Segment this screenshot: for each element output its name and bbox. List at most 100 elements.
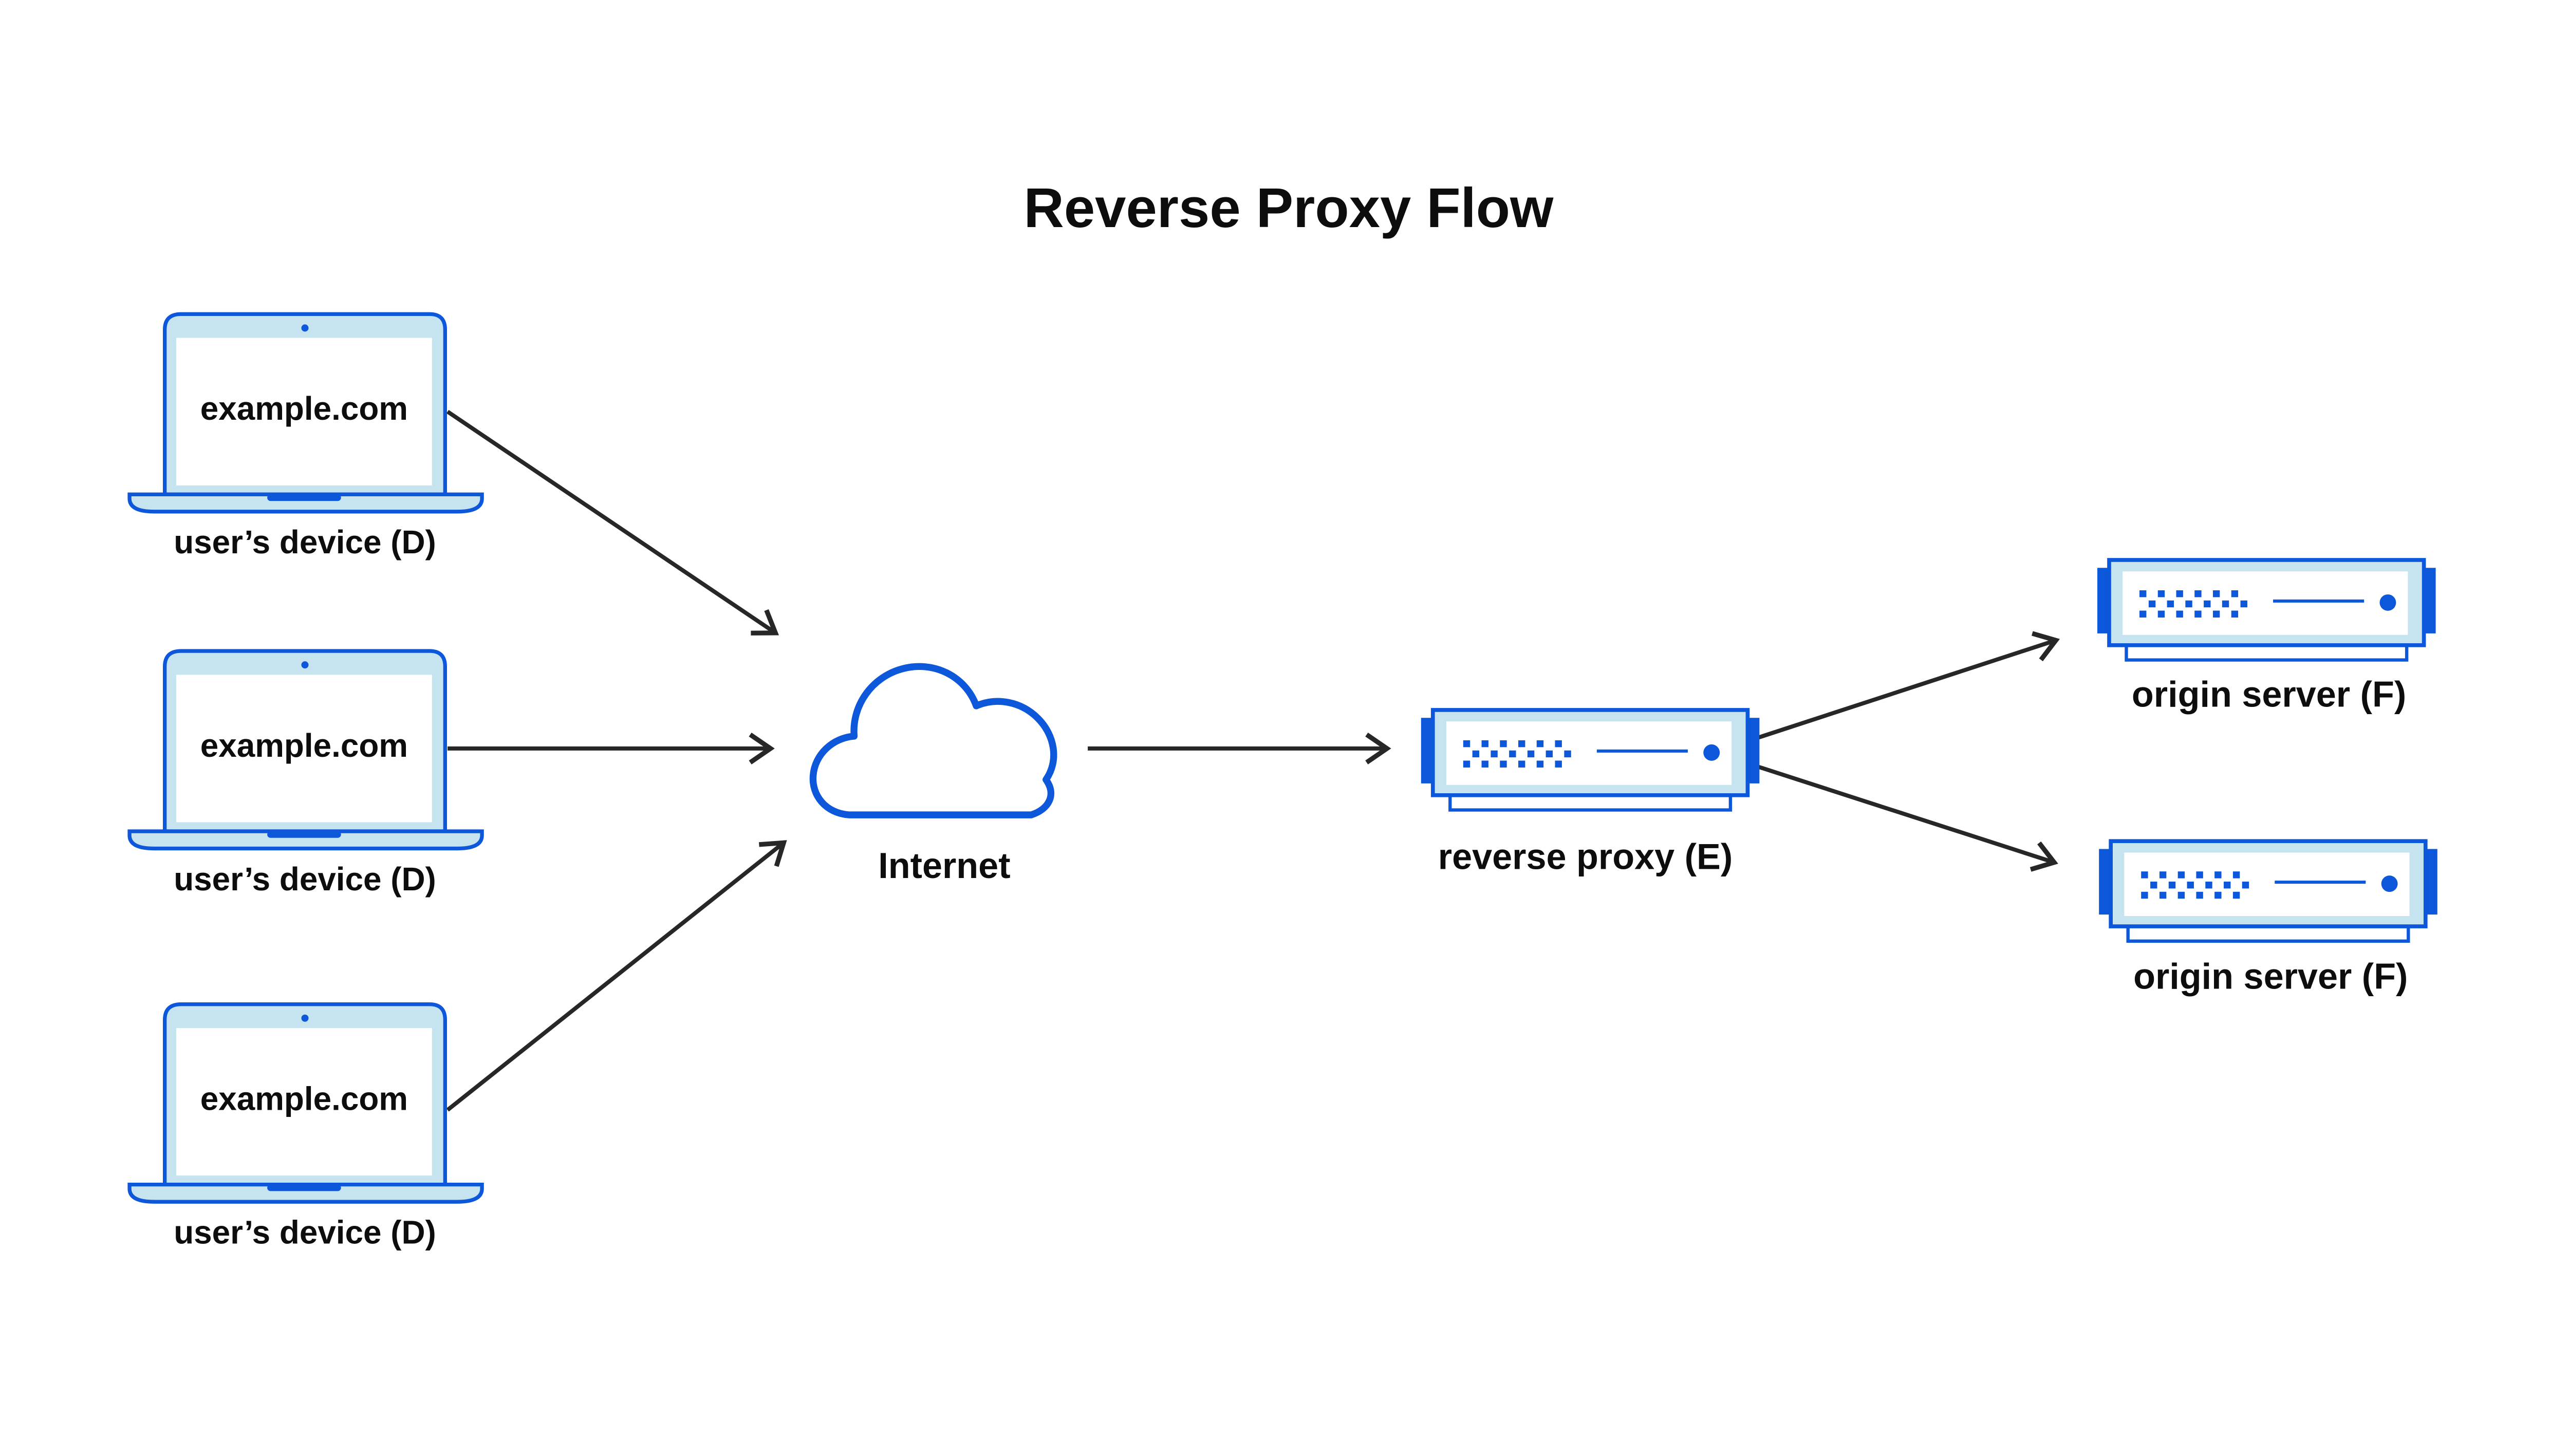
vent-dot (2139, 610, 2147, 618)
arrowhead-icon (2030, 841, 2058, 872)
vent-dot (2185, 600, 2192, 608)
vent-dot (2157, 610, 2165, 618)
vent-dot (2214, 891, 2222, 899)
server-slot-line (2273, 599, 2365, 603)
internet-label: Internet (878, 845, 1010, 886)
vent-dot (1463, 760, 1470, 768)
camera-dot-icon (301, 1014, 309, 1022)
device-label: user’s device (D) (174, 861, 436, 898)
vent-dot (2159, 891, 2167, 899)
flow-arrow-user-device-3-to-internet (446, 840, 787, 1112)
vent-dot (2168, 881, 2176, 889)
vent-dots-icon (2141, 871, 2249, 899)
server-appliance-icon (2099, 839, 2437, 943)
vent-dot (2187, 881, 2194, 889)
vent-dot (1546, 750, 1553, 758)
flow-arrow-user-device-1-to-internet (446, 409, 779, 636)
vent-dot (2205, 881, 2212, 889)
vent-dot (2212, 590, 2220, 598)
vent-dot (1518, 760, 1525, 768)
led-dot-icon (1703, 744, 1720, 761)
server-slot-line (2275, 881, 2366, 884)
internet-node: Internet (809, 663, 1057, 886)
diagram-title: Reverse Proxy Flow (1024, 177, 1554, 239)
vent-dot (1518, 740, 1525, 748)
vent-dot (1564, 750, 1571, 758)
device-label: user’s device (D) (174, 1214, 436, 1251)
device-screen-url: example.com (200, 1080, 408, 1117)
laptop-base (127, 492, 484, 514)
arrow-shaft (446, 841, 785, 1112)
origin-server-label: origin server (F) (2133, 956, 2408, 996)
vent-dot (2214, 871, 2222, 879)
vent-dot (2150, 881, 2157, 889)
vent-dot (1481, 760, 1488, 768)
reverse-proxy-node: reverse proxy (E) (1421, 708, 1760, 876)
laptop-screen (176, 338, 432, 486)
flow-arrow-reverse-proxy-to-origin-server-2 (1757, 764, 2058, 872)
arrow-shaft (446, 409, 777, 635)
user-device-node-1: example.com user’s device (D) (127, 312, 484, 561)
led-dot-icon (2379, 594, 2396, 611)
origin-server-node-2: origin server (F) (2099, 839, 2437, 996)
device-label: user’s device (D) (174, 524, 436, 561)
vent-dot (2139, 590, 2147, 598)
vent-dot (2232, 871, 2240, 879)
vent-dot (2176, 610, 2183, 618)
arrowhead-icon (1365, 732, 1391, 764)
vent-dot (2224, 881, 2231, 889)
laptop-notch (267, 494, 341, 501)
vent-dot (2176, 590, 2183, 598)
laptop-base (127, 1182, 484, 1204)
device-screen-url: example.com (200, 390, 408, 427)
vent-dot (1509, 750, 1516, 758)
camera-dot-icon (301, 324, 309, 332)
vent-dot (1463, 740, 1470, 748)
origin-server-label: origin server (F) (2132, 674, 2406, 715)
vent-dot (2232, 891, 2240, 899)
led-dot-icon (2381, 875, 2398, 892)
laptop-notch (267, 831, 341, 838)
vent-dot (2196, 871, 2203, 879)
vent-dot (1555, 760, 1562, 768)
vent-dot (2148, 600, 2156, 608)
vent-dot (2177, 891, 2185, 899)
vent-dot (2141, 891, 2148, 899)
vent-dot (2141, 871, 2148, 879)
server-panel (2124, 852, 2410, 916)
vent-dot (2204, 600, 2211, 608)
flow-arrow-reverse-proxy-to-origin-server-1 (1757, 631, 2060, 740)
vent-dot (2159, 871, 2167, 879)
vent-dot (2194, 610, 2202, 618)
vent-dot (1500, 760, 1507, 768)
server-appliance-icon (2097, 558, 2436, 662)
arrowhead-icon (749, 732, 775, 764)
server-panel (2123, 571, 2408, 635)
vent-dot (2177, 871, 2185, 879)
user-device-node-3: example.com user’s device (D) (127, 1002, 484, 1251)
server-appliance-icon (1421, 708, 1760, 812)
vent-dot (2242, 881, 2249, 889)
arrowhead-icon (759, 840, 787, 867)
flow-arrow-user-device-2-to-internet (448, 732, 775, 764)
vent-dot (2240, 600, 2247, 608)
vent-dot (2212, 610, 2220, 618)
vent-dot (2167, 600, 2174, 608)
vent-dot (1481, 740, 1488, 748)
vent-dot (2231, 610, 2239, 618)
arrowhead-icon (751, 609, 779, 636)
reverse-proxy-label: reverse proxy (E) (1438, 836, 1733, 876)
origin-server-node-1: origin server (F) (2097, 558, 2436, 715)
vent-dot (2194, 590, 2202, 598)
vent-dot (1500, 740, 1507, 748)
vent-dot (1527, 750, 1535, 758)
vent-dot (1472, 750, 1480, 758)
server-slot-line (1596, 749, 1688, 753)
internet-cloud-icon (809, 663, 1057, 818)
flow-arrow-internet-to-reverse-proxy (1088, 732, 1391, 764)
laptop-screen (176, 675, 432, 823)
laptop-base (127, 829, 484, 851)
vent-dot (1555, 740, 1562, 748)
arrow-shaft (1757, 764, 2055, 865)
